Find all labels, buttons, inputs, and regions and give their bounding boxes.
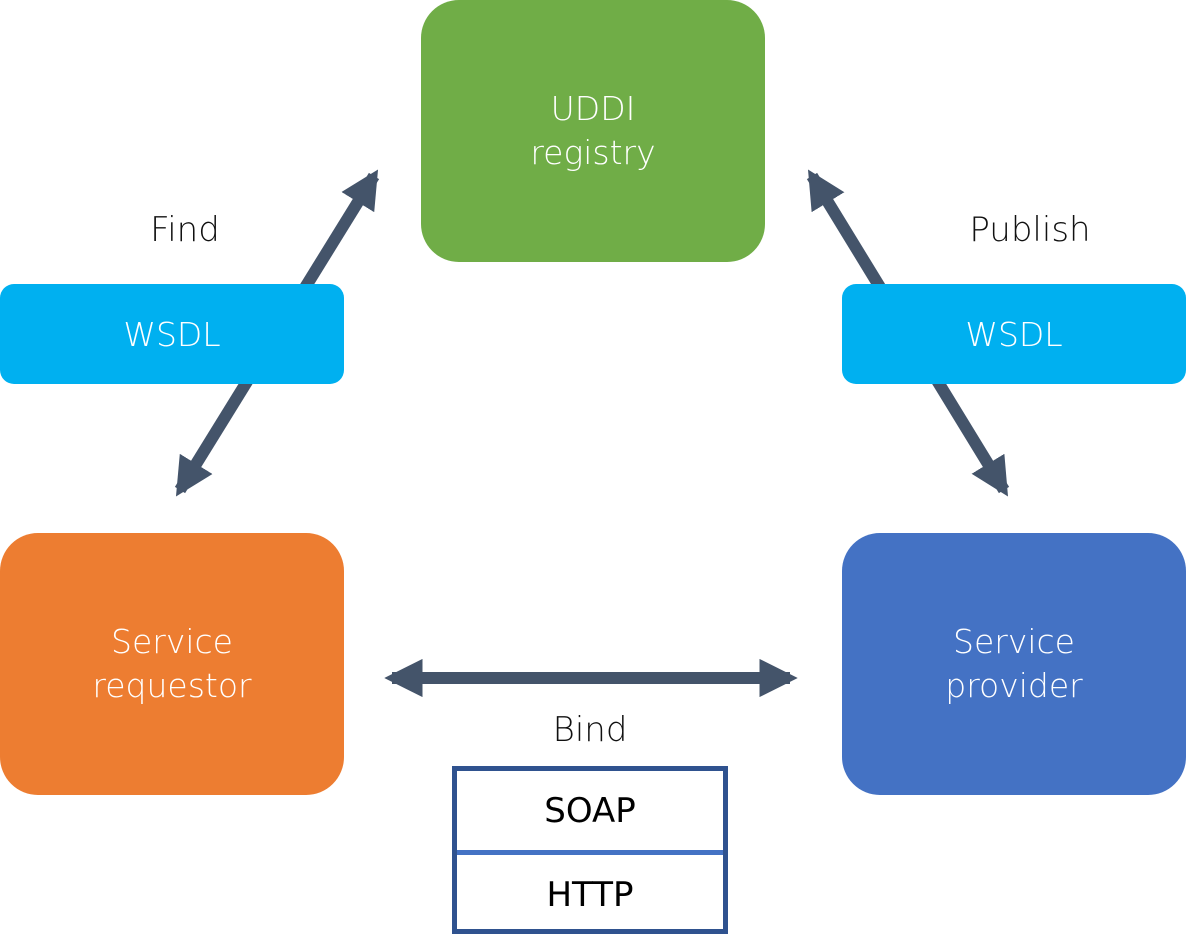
protocol-divider [457, 850, 723, 855]
service-requestor-node: Service requestor [0, 533, 344, 795]
publish-label: Publish [969, 210, 1091, 250]
bind-label: Bind [552, 710, 628, 750]
provider-line2: provider [945, 666, 1083, 705]
requestor-line2: requestor [92, 666, 252, 705]
publish-wsdl-box: WSDL [842, 284, 1186, 384]
requestor-line1: Service [111, 622, 233, 661]
provider-line1: Service [953, 622, 1075, 661]
protocol-soap: SOAP [544, 790, 636, 831]
find-wsdl-box: WSDL [0, 284, 344, 384]
uddi-registry-node: UDDI registry [421, 0, 765, 262]
find-label: Find [150, 210, 220, 250]
protocol-stack: SOAP HTTP [452, 766, 728, 934]
service-provider-node: Service provider [842, 533, 1186, 795]
registry-line2: registry [530, 133, 656, 172]
registry-line1: UDDI [550, 89, 636, 128]
protocol-http: HTTP [546, 874, 634, 915]
